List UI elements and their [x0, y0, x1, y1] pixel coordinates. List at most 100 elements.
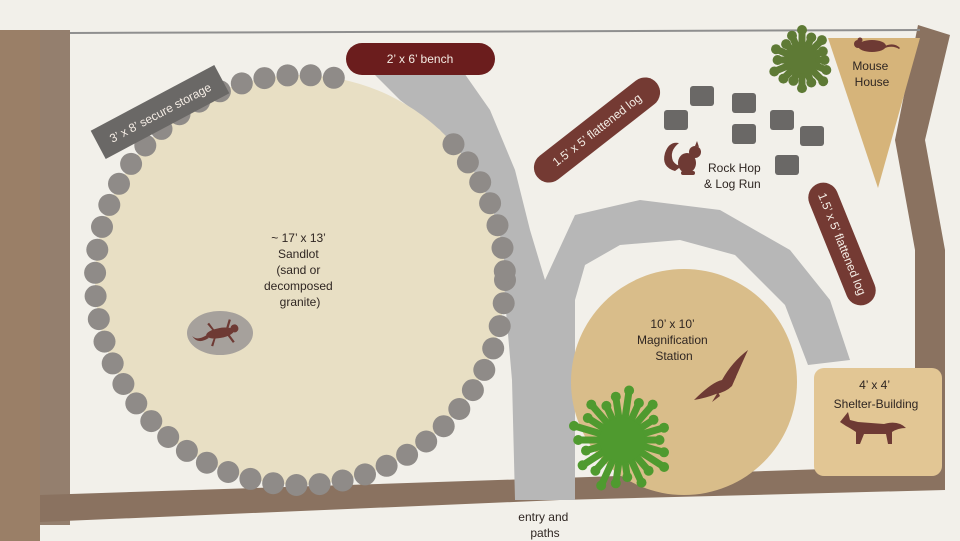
border-stone: [276, 64, 299, 87]
border-stone: [354, 463, 376, 486]
entry-line-2: paths: [530, 526, 559, 540]
entry-line-1: entry and: [518, 510, 568, 524]
border-stone: [461, 379, 484, 402]
fence-left-post: [0, 30, 40, 541]
fox-icon: [840, 412, 906, 444]
mouse-house-shape: [828, 38, 920, 188]
shrub-tip: [636, 477, 647, 488]
shrub-tip: [610, 478, 621, 489]
shrub-icon: [569, 385, 670, 491]
shrub-tip: [624, 385, 635, 396]
mouse-icon: [854, 37, 900, 52]
shrub-tip: [586, 399, 597, 410]
shrub-tip: [582, 413, 593, 423]
shelter-box: [814, 368, 942, 476]
border-stone: [396, 443, 419, 466]
shrub-tip: [647, 399, 658, 410]
shrub-tip: [601, 400, 612, 411]
storage-box: [90, 65, 230, 159]
border-stone: [469, 171, 492, 194]
mouse-house: Mouse House: [828, 37, 920, 188]
lizard-rock: [187, 311, 253, 355]
sandlot-line-3: (sand or: [276, 263, 320, 277]
shrub-tip: [788, 75, 799, 86]
border-stone: [492, 292, 515, 315]
border-stone: [262, 472, 285, 495]
shrub-tip: [816, 35, 827, 46]
border-stone: [322, 66, 345, 89]
shrub-tip: [633, 398, 644, 408]
shrub-core: [599, 417, 645, 463]
entry-label: entry and paths: [518, 510, 571, 540]
bench-label: 2’ x 6’ bench: [387, 52, 454, 66]
rock-hop-stones: [664, 86, 824, 175]
shrub-core: [788, 46, 816, 74]
shrub-tip: [771, 44, 781, 55]
shrub-tip: [622, 472, 633, 483]
shrub-tip: [797, 25, 807, 35]
shrub-tip: [819, 55, 830, 65]
mouse-house-line-1: Mouse: [852, 59, 888, 73]
rock-hop-line-1: Rock Hop: [708, 161, 761, 175]
rock-hop-line-2: & Log Run: [704, 177, 761, 191]
border-stone: [125, 392, 148, 415]
sandlot-line-2: Sandlot: [278, 247, 319, 261]
fence-left-inner: [40, 30, 70, 525]
hop-stone: [664, 110, 688, 130]
shrub-tip: [569, 420, 579, 431]
border-stone: [442, 133, 465, 156]
border-stone: [285, 474, 308, 496]
border-stone: [195, 451, 218, 474]
mouse-house-label: Mouse House: [852, 59, 891, 89]
shrub-tip: [772, 55, 783, 65]
shelter-label: 4’ x 4’ Shelter-Building: [834, 378, 919, 411]
shrub-tip: [769, 66, 780, 77]
bench: 2’ x 6’ bench: [346, 43, 495, 75]
hop-stone: [800, 126, 824, 146]
border-stone: [101, 352, 124, 375]
hawk-icon: [694, 350, 748, 402]
shrub-tip: [787, 30, 797, 41]
shrub-tip: [573, 435, 584, 445]
log-a-label: 1.5’ x 5’ flattened log: [550, 91, 645, 169]
hop-stone: [732, 93, 756, 113]
border-stone: [175, 439, 198, 462]
shrub-tip: [577, 460, 588, 471]
shrub-tip: [654, 435, 665, 445]
hop-stone: [770, 110, 794, 130]
border-stone: [488, 315, 511, 338]
fence-top-line: [69, 29, 921, 34]
magnification-line-1: 10’ x 10’: [650, 317, 694, 331]
border-stone: [482, 337, 505, 360]
shrub-tip: [581, 445, 591, 456]
border-stone: [93, 330, 116, 353]
flattened-log-a: 1.5’ x 5’ flattened log: [533, 77, 661, 183]
shrub-icon: [769, 25, 832, 94]
shrub-tip: [610, 391, 621, 402]
rock-hop-label: Rock Hop & Log Run: [704, 161, 764, 191]
shrub-tip: [818, 76, 829, 87]
shrub-tip: [659, 462, 670, 472]
shrub-tip: [781, 39, 792, 50]
shrub-tip: [797, 83, 807, 94]
bench-shape: [346, 43, 495, 75]
sandlot-line-5: granite): [280, 295, 321, 309]
border-stone: [331, 469, 354, 492]
magnification-label: 10’ x 10’ Magnification Station: [637, 317, 711, 363]
sandlot-line-4: decomposed: [264, 279, 333, 293]
border-stone: [157, 426, 180, 448]
lizard-icon: [192, 319, 239, 347]
squirrel-icon: [664, 141, 701, 175]
border-stone: [308, 473, 331, 496]
shelter-line-1: 4’ x 4’: [859, 378, 889, 392]
border-stone: [86, 238, 109, 261]
hop-stone: [732, 124, 756, 144]
border-stone: [432, 415, 455, 438]
border-stone: [448, 398, 471, 420]
border-stone: [140, 410, 163, 433]
shrub-tip: [778, 73, 789, 84]
shrub-tip: [648, 414, 659, 425]
magnification-line-3: Station: [655, 349, 692, 363]
